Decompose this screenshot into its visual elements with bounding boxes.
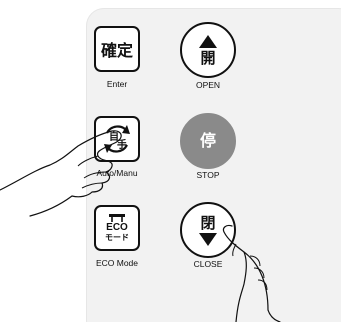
close-caption: CLOSE: [168, 259, 248, 269]
stop-button[interactable]: 停: [180, 113, 236, 169]
eco-mode-button[interactable]: ECO モード: [94, 205, 140, 251]
auto-manual-switch-icon: 自 手: [99, 121, 135, 157]
eco-line2: モード: [105, 233, 129, 243]
enter-button[interactable]: 確定: [94, 26, 140, 72]
stop-caption: STOP: [168, 170, 248, 180]
enter-button-glyph: 確定: [101, 37, 133, 61]
open-caption: OPEN: [168, 80, 248, 90]
enter-caption: Enter: [77, 79, 157, 89]
eco-bar-icon: [108, 213, 126, 222]
open-button[interactable]: 開: [180, 22, 236, 78]
close-button[interactable]: 閉: [180, 202, 236, 258]
triangle-down-icon: [199, 233, 217, 246]
open-button-glyph: 開: [200, 50, 215, 66]
eco-line1: ECO: [106, 223, 128, 233]
auto-manual-caption: Auto/Manu: [77, 168, 157, 178]
manual-glyph: 手: [117, 138, 127, 151]
eco-caption: ECO Mode: [77, 258, 157, 268]
auto-manual-button[interactable]: 自 手: [94, 116, 140, 162]
triangle-up-icon: [199, 35, 217, 48]
close-button-glyph: 閉: [200, 215, 215, 231]
stop-button-glyph: 停: [200, 133, 216, 149]
